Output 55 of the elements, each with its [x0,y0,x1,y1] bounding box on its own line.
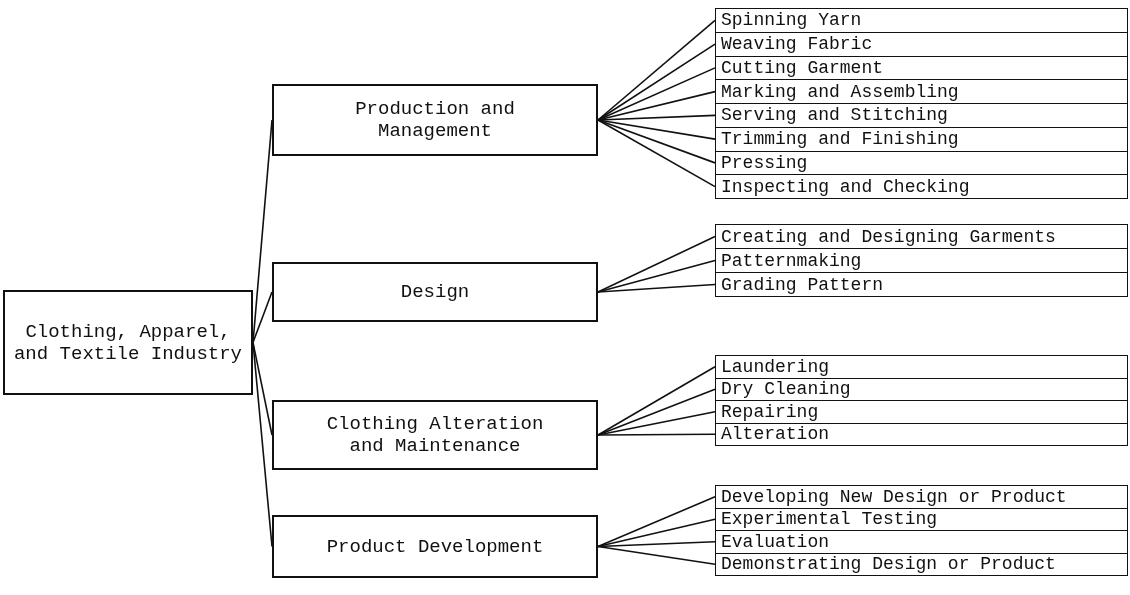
category-box [272,262,598,322]
box-label: Design [400,281,470,303]
task-box [715,31,1128,57]
connector-line [597,259,716,293]
task-box [715,126,1128,152]
connector-line [597,235,716,293]
box-label: Experimental Testing [721,509,938,530]
box-label: Trimming and Finishing [721,129,959,150]
box-label: Marking and Assembling [721,81,959,102]
box-label: Spinning Yarn [721,10,862,31]
task-box [715,552,1128,576]
box-label: Inspecting and Checking [721,176,970,197]
box-label: Clothing, Apparel, and Textile Industry [13,320,243,365]
box-label: Pressing [721,152,808,173]
task-box [715,8,1128,33]
box-label: Product Development [326,535,544,558]
box-label: Clothing Alteration and Maintenance [325,413,545,457]
category-box [272,515,598,578]
box-label: Weaving Fabric [721,34,873,55]
task-box [715,530,1128,554]
box-label: Grading Pattern [721,274,884,295]
connector-line [597,433,716,436]
task-box [715,422,1128,446]
task-box [715,485,1128,509]
box-label: Dry Cleaning [721,379,851,400]
box-label: Alteration [721,424,830,445]
task-box [715,224,1128,249]
connector-line [597,365,716,436]
task-box [715,103,1128,128]
connector-line [597,545,716,566]
box-label: Demonstrating Design or Product [721,554,1056,575]
box-label: Repairing [721,401,819,422]
connector-line [597,119,716,188]
connector-line [597,43,716,121]
box-label: Cutting Garment [721,57,884,78]
task-box [715,248,1128,273]
task-box [715,507,1128,531]
box-label: Developing New Design or Product [721,486,1067,507]
task-box [715,174,1128,199]
box-label: Laundering [721,356,830,377]
connector-line [597,495,716,548]
box-label: Serving and Stitching [721,105,948,126]
task-box [715,355,1128,379]
box-label: Patternmaking [721,250,862,271]
box-label: Creating and Designing Garments [721,226,1056,247]
category-box [272,400,598,470]
box-label: Production and Management [354,98,516,142]
connector-line [597,283,716,293]
task-box [715,377,1128,401]
task-box [715,400,1128,424]
task-box [715,272,1128,297]
task-box [715,79,1128,104]
industry-box [3,290,253,395]
category-box [272,84,598,156]
box-label: Evaluation [721,531,830,552]
